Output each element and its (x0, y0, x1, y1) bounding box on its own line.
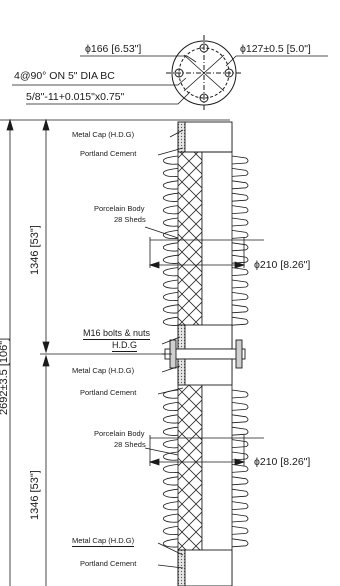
bolt-hole-left (174, 68, 184, 78)
porcelain-upper-label: Porcelain Body (94, 204, 145, 213)
metal-cap-mid-upper (177, 324, 233, 350)
shed-left (162, 513, 179, 523)
callout-leaders (144, 129, 184, 569)
sheds (162, 155, 249, 548)
shed-left (162, 476, 179, 486)
shed-left (162, 292, 179, 302)
metal-cap-bottom-label: Metal Cap (H.D.G) (72, 536, 135, 547)
shed-right (231, 155, 249, 165)
bolt-hole-right (224, 68, 234, 78)
shed-right (231, 230, 249, 239)
bolt-hole-top (199, 43, 209, 53)
shed-left (162, 254, 179, 264)
shed-left (162, 538, 179, 548)
bolts-finish-label: H.D.G (112, 340, 138, 352)
shed-right (231, 451, 249, 461)
shed-right (231, 217, 249, 227)
shed-right (231, 476, 249, 486)
shed-right (231, 267, 249, 276)
shed-right (231, 488, 249, 498)
metal-cap-mid-lower (177, 358, 233, 386)
shed-right (231, 168, 249, 177)
shed-left (162, 501, 179, 511)
shed-left (162, 439, 179, 449)
shed-right (231, 292, 249, 301)
top-view (12, 35, 328, 111)
shed-dimension-lines (148, 237, 264, 466)
shed-left (162, 488, 179, 498)
metal-cap-top-label: Metal Cap (H.D.G) (72, 130, 135, 139)
shed-right (231, 316, 249, 326)
shed-left (162, 426, 179, 436)
shed-right (231, 389, 249, 399)
overall-height-label: 2692±3.5 [106"] (0, 337, 10, 415)
shed-right (231, 513, 249, 523)
shed-right (231, 402, 249, 411)
shed-left (162, 230, 179, 240)
shed-right (231, 538, 249, 548)
shed-right (231, 242, 249, 252)
shed-left (162, 192, 179, 202)
shed-right (231, 501, 249, 510)
lower-section-label: 1346 [53"] (29, 470, 41, 520)
shed-left (162, 242, 179, 252)
shed-left (162, 304, 179, 314)
bolt-diameter-label: ϕ127±0.5 [5.0"] (240, 43, 311, 55)
shed-left (162, 180, 179, 190)
shed-right (231, 192, 249, 202)
shed-right (231, 526, 249, 535)
shed-left (162, 267, 179, 277)
shed-diameter-upper-label: ϕ210 [8.26"] (254, 259, 311, 271)
bolt-circle-label: 4@90° ON 5" DIA BC (14, 70, 115, 82)
shed-right (231, 205, 249, 214)
shed-right (231, 414, 249, 424)
shed-diameter-lower-label: ϕ210 [8.26"] (254, 456, 311, 468)
shed-left (162, 217, 179, 227)
shed-left (162, 316, 179, 326)
upper-section-label: 1346 [53"] (29, 225, 41, 275)
shed-right (231, 426, 249, 436)
shed-left (162, 155, 179, 165)
cement-top-label: Portland Cement (80, 149, 137, 158)
shed-left (162, 402, 179, 412)
metal-cap-mid-label: Metal Cap (H.D.G) (72, 366, 135, 375)
sheds-upper-label: 28 Sheds (114, 215, 146, 224)
sheds-lower-label: 28 Sheds (114, 440, 146, 449)
outer-diameter-label: ϕ166 [6.53"] (85, 43, 142, 55)
metal-cap-top (177, 121, 233, 153)
metal-cap-bottom (177, 549, 233, 586)
bolts-label: M16 bolts & nuts (83, 328, 151, 340)
shed-right (231, 439, 249, 448)
shed-right (231, 304, 249, 314)
shed-right (231, 254, 249, 264)
shed-left (162, 168, 179, 178)
bolt-right (235, 339, 243, 369)
shed-left (162, 279, 179, 289)
bolt-hole-bottom (199, 93, 209, 103)
shed-right (231, 180, 249, 190)
shed-right (231, 279, 249, 289)
shed-left (162, 526, 179, 536)
flange-mid (164, 348, 246, 360)
shed-right (231, 464, 249, 473)
cement-bottom-label: Portland Cement (80, 559, 137, 568)
dimension-lines (0, 118, 230, 586)
porcelain-lower-label: Porcelain Body (94, 429, 145, 438)
thread-spec-label: 5/8"-11+0.015"x0.75" (26, 91, 125, 103)
shed-left (162, 205, 179, 215)
shed-left (162, 464, 179, 474)
cement-mid-label: Portland Cement (80, 388, 137, 397)
shed-left (162, 414, 179, 424)
